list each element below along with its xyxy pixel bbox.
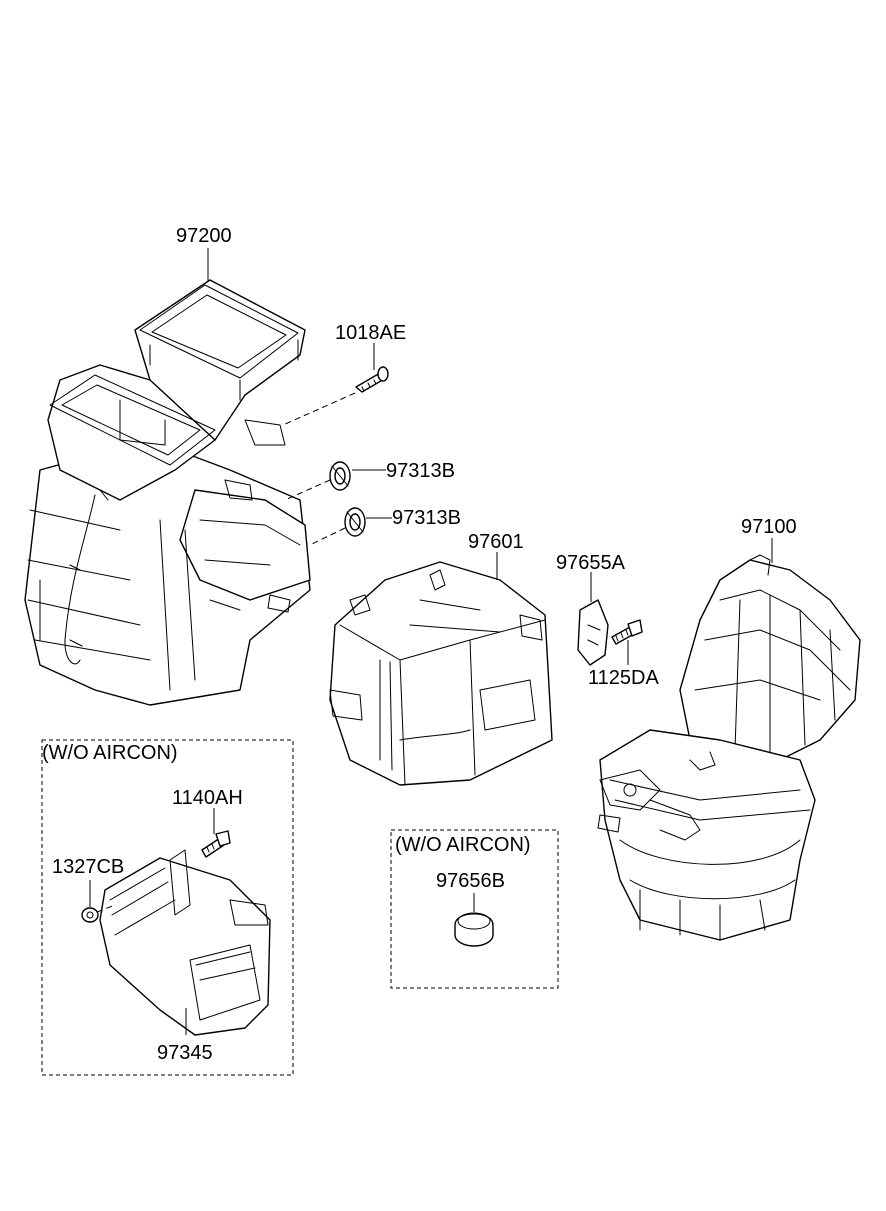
label-97345: 97345	[157, 1042, 213, 1064]
label-97200: 97200	[176, 225, 232, 247]
label-97100: 97100	[741, 516, 797, 538]
screw-1018ae	[355, 366, 389, 393]
bolt-1125da	[611, 619, 643, 645]
bolt-1140ah	[201, 830, 231, 858]
evaporator-case-97601	[329, 561, 553, 786]
box-title-center: (W/O AIRCON)	[395, 834, 531, 856]
label-97601: 97601	[468, 531, 524, 553]
wo-aircon-box-left	[41, 739, 294, 1076]
grommet-97313b-lower	[344, 507, 366, 537]
label-1327cb: 1327CB	[52, 856, 124, 878]
wo-aircon-box-center	[390, 829, 559, 989]
box-title-left: (W/O AIRCON)	[42, 742, 178, 764]
label-1125da: 1125DA	[588, 667, 659, 689]
nut-1327cb	[81, 907, 99, 923]
label-1018ae: 1018AE	[335, 322, 406, 344]
blower-unit-97100	[597, 554, 861, 941]
seal-97655a	[577, 599, 609, 666]
label-1140ah: 1140AH	[172, 787, 243, 809]
grommet-97313b-upper	[329, 461, 351, 491]
label-97656b: 97656B	[436, 870, 505, 892]
label-97655a: 97655A	[556, 552, 626, 574]
cap-97656b	[454, 912, 494, 947]
leader-lines	[89, 248, 773, 1035]
heater-case-assembly	[24, 279, 311, 706]
duct-97345	[99, 849, 271, 1036]
label-97313b-upper: 97313B	[386, 460, 455, 482]
label-97313b-lower: 97313B	[392, 507, 461, 529]
